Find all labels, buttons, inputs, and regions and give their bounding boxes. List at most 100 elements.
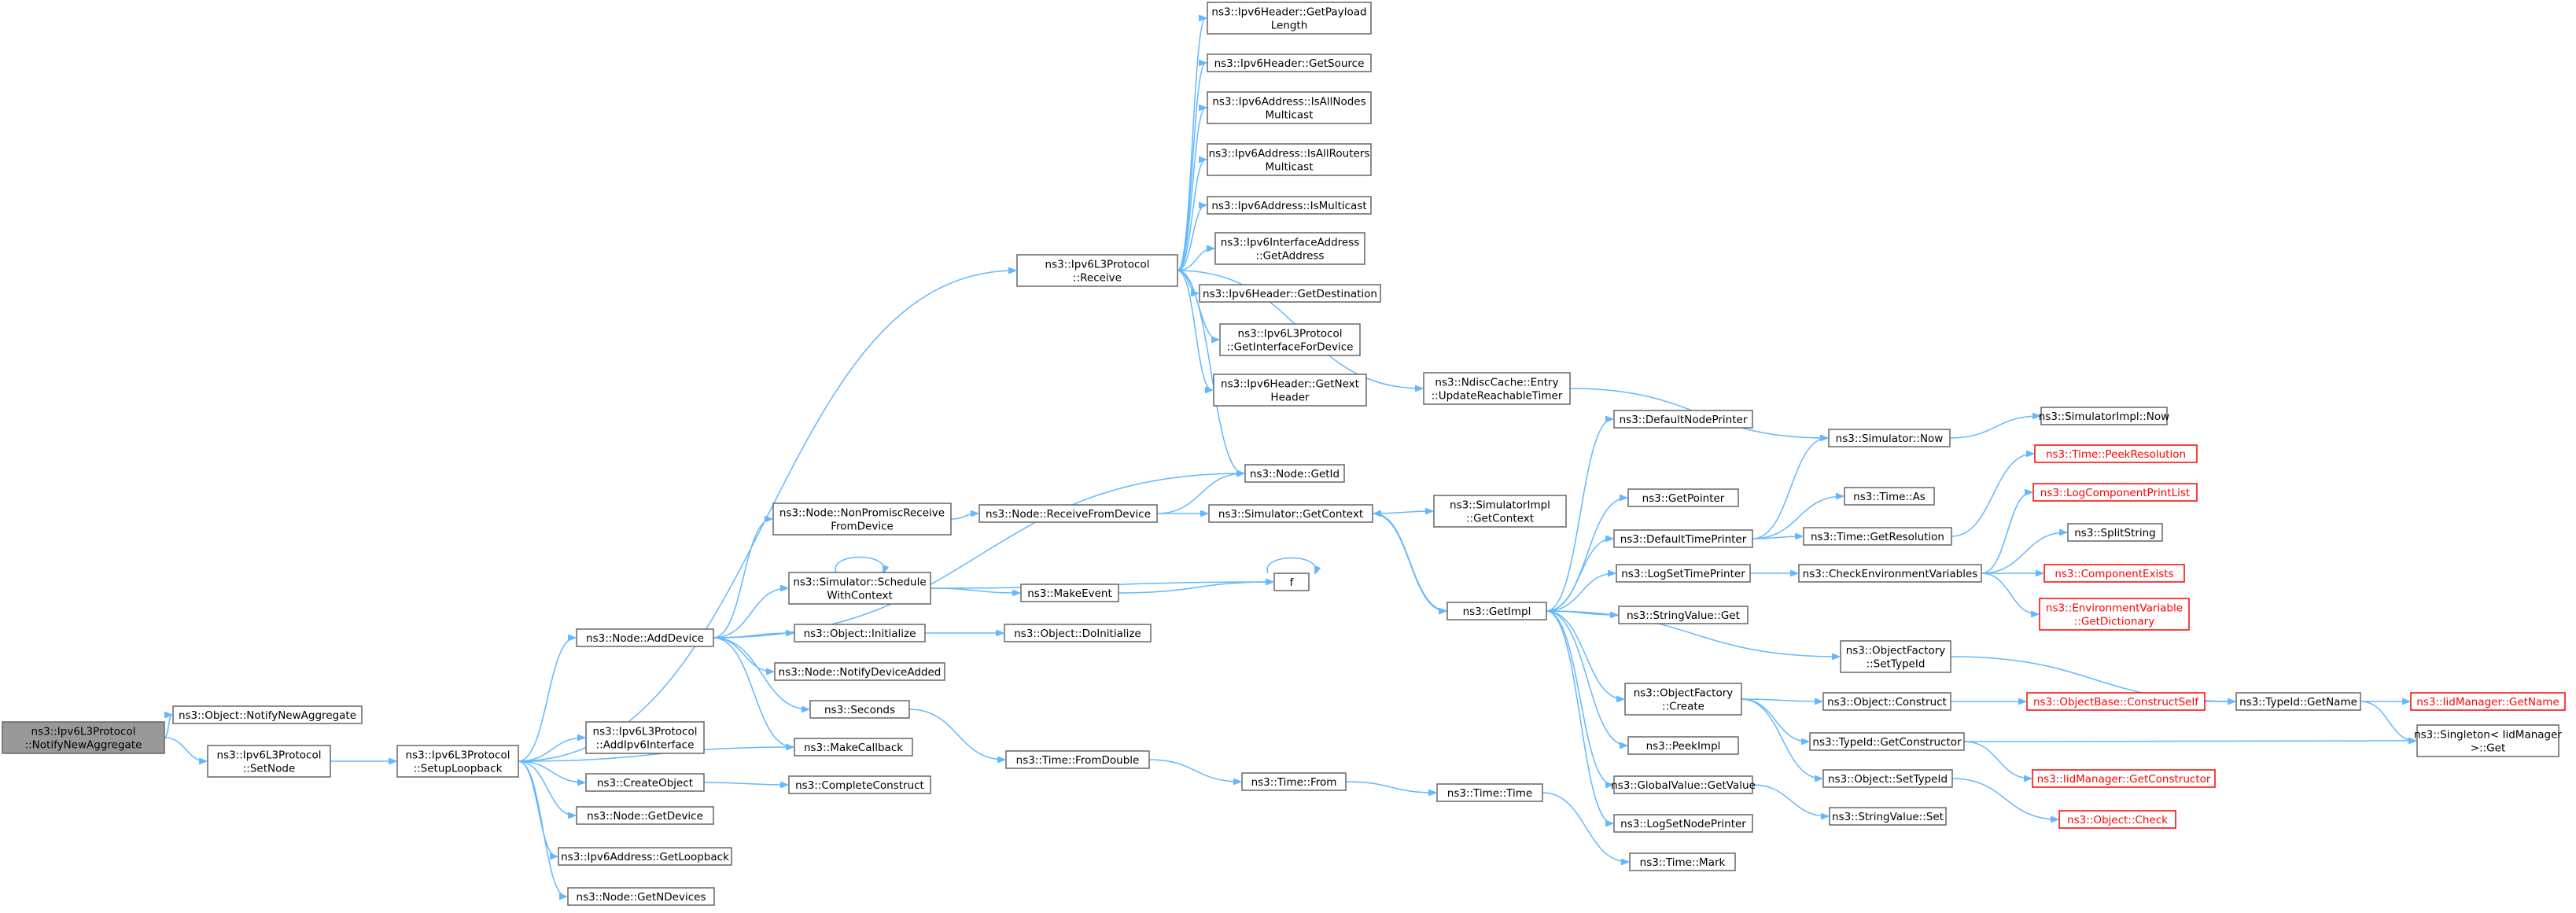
graph-node-ns3-defaultnodeprinter[interactable]: ns3::DefaultNodePrinter <box>1613 410 1753 429</box>
graph-node-ns3-time-from[interactable]: ns3::Time::From <box>1241 772 1347 791</box>
graph-node-ns3-makecallback[interactable]: ns3::MakeCallback <box>794 738 913 757</box>
graph-node-ns3-splitstring[interactable]: ns3::SplitString <box>2067 523 2163 542</box>
edge-checkEnvVars-to-logCompPrint <box>1981 492 2032 574</box>
node-box <box>1613 775 1753 794</box>
graph-node-ns3-stringvalue-get[interactable]: ns3::StringValue::Get <box>1618 606 1749 624</box>
graph-node-ns3-ipv6l3protocol-setnode[interactable]: ns3::Ipv6L3Protocol::SetNode <box>207 745 331 778</box>
graph-node-ns3-ipv6interfaceaddress-getaddress[interactable]: ns3::Ipv6InterfaceAddress::GetAddress <box>1214 232 1365 265</box>
node-box <box>1618 606 1749 624</box>
node-box <box>1627 736 1739 755</box>
graph-node-ns3-ipv6l3protocol-setuploopback[interactable]: ns3::Ipv6L3Protocol::SetupLoopback <box>396 745 519 778</box>
node-label: ns3::GetPointer <box>1642 492 1725 505</box>
graph-node-ns3-ipv6address-ismulticast[interactable]: ns3::Ipv6Address::IsMulticast <box>1207 196 1372 215</box>
graph-node-ns3-getimpl[interactable]: ns3::GetImpl <box>1446 602 1547 620</box>
graph-node-ns3-object-notifynewaggregate[interactable]: ns3::Object::NotifyNewAggregate <box>172 705 363 724</box>
node-box <box>2034 444 2198 463</box>
graph-node-ns3-node-adddevice[interactable]: ns3::Node::AddDevice <box>576 628 714 647</box>
graph-node-ns3-simulator-now[interactable]: ns3::Simulator::Now <box>1828 429 1951 447</box>
node-label: ns3::CreateObject <box>597 777 693 790</box>
node-label: ns3::CompleteConstruct <box>795 779 924 792</box>
edge-setupLoop-to-getLoopback <box>518 760 557 856</box>
graph-node-f[interactable]: f <box>1273 572 1310 591</box>
graph-node-ns3-iidmanager-getname[interactable]: ns3::IidManager::GetName <box>2410 692 2566 711</box>
graph-node-ns3-stringvalue-set[interactable]: ns3::StringValue::Set <box>1829 807 1947 826</box>
edge-getImpl-to-objFactCreate <box>1546 610 1623 699</box>
graph-node-ns3-ipv6header-getsource[interactable]: ns3::Ipv6Header::GetSource <box>1207 53 1372 72</box>
graph-node-ns3-completeconstruct[interactable]: ns3::CompleteConstruct <box>788 775 931 794</box>
edge-setupLoop-to-makeCallback <box>518 747 793 762</box>
graph-node-ns3-objectfactory-create[interactable]: ns3::ObjectFactory::Create <box>1624 683 1742 716</box>
graph-node-ns3-typeid-getname[interactable]: ns3::TypeId::GetName <box>2235 692 2361 711</box>
graph-node-ns3-time-time[interactable]: ns3::Time::Time <box>1436 783 1543 802</box>
graph-node-ns3-logsettimeprinter[interactable]: ns3::LogSetTimePrinter <box>1616 564 1751 583</box>
graph-node-ns3-simulator-getcontext[interactable]: ns3::Simulator::GetContext <box>1208 504 1373 523</box>
graph-node-ns3-ipv6l3protocol-receive[interactable]: ns3::Ipv6L3Protocol::Receive <box>1016 254 1178 287</box>
graph-node-ns3-createobject[interactable]: ns3::CreateObject <box>585 773 705 792</box>
graph-node-ns3-object-check[interactable]: ns3::Object::Check <box>2058 810 2176 829</box>
graph-node-ns3-time-fromdouble[interactable]: ns3::Time::FromDouble <box>1005 750 1150 769</box>
graph-node-ns3-logcomponentprintlist[interactable]: ns3::LogComponentPrintList <box>2032 483 2198 502</box>
graph-node-ns3-node-notifydeviceadded[interactable]: ns3::Node::NotifyDeviceAdded <box>774 662 945 681</box>
graph-node-ns3-node-getndevices[interactable]: ns3::Node::GetNDevices <box>567 887 715 906</box>
graph-node-ns3-ndisccache-entry-updatereachabletimer[interactable]: ns3::NdiscCache::Entry::UpdateReachableT… <box>1423 372 1571 405</box>
graph-node-ns3-simulatorimpl-now[interactable]: ns3::SimulatorImpl::Now <box>2039 407 2169 425</box>
graph-node-ns3-componentexists[interactable]: ns3::ComponentExists <box>2043 564 2185 583</box>
graph-node-ns3-time-as[interactable]: ns3::Time::As <box>1844 487 1935 506</box>
graph-node-ns3-makeevent[interactable]: ns3::MakeEvent <box>1020 584 1119 602</box>
node-label: ns3::Node::NotifyDeviceAdded <box>779 666 942 679</box>
node-box <box>1207 2 1372 35</box>
graph-node-ns3-typeid-getconstructor[interactable]: ns3::TypeId::GetConstructor <box>1809 732 1965 751</box>
node-label: ::AddIpv6Interface <box>596 739 695 752</box>
edge-receive-to-getDest <box>1177 270 1198 293</box>
node-box <box>172 705 363 724</box>
graph-node-ns3-object-doinitialize[interactable]: ns3::Object::DoInitialize <box>1004 624 1152 642</box>
graph-node-ns3-globalvalue-getvalue[interactable]: ns3::GlobalValue::GetValue <box>1611 775 1756 794</box>
node-box <box>1273 572 1310 591</box>
graph-node-ns3-singleton-iidmanager-get[interactable]: ns3::Singleton< IidManager >::Get <box>2414 724 2562 757</box>
graph-node-ns3-simulatorimpl-getcontext[interactable]: ns3::SimulatorImpl::GetContext <box>1433 495 1567 528</box>
graph-node-ns3-defaulttimeprinter[interactable]: ns3::DefaultTimePrinter <box>1613 529 1753 548</box>
graph-node-ns3-time-peekresolution[interactable]: ns3::Time::PeekResolution <box>2034 444 2198 463</box>
graph-node-ns3-node-getdevice[interactable]: ns3::Node::GetDevice <box>576 806 714 825</box>
node-label: ns3::Node::AddDevice <box>586 632 704 645</box>
graph-node-ns3-ipv6address-getloopback[interactable]: ns3::Ipv6Address::GetLoopback <box>558 847 732 866</box>
graph-node-ns3-node-receivefromdevice[interactable]: ns3::Node::ReceiveFromDevice <box>978 504 1158 523</box>
node-label: ns3::Ipv6Header::GetSource <box>1214 57 1365 70</box>
graph-node-ns3-peekimpl[interactable]: ns3::PeekImpl <box>1627 736 1739 755</box>
graph-node-ns3-time-getresolution[interactable]: ns3::Time::GetResolution <box>1803 527 1952 546</box>
graph-node-ns3-getpointer[interactable]: ns3::GetPointer <box>1627 488 1739 507</box>
graph-node-ns3-logsetnodeprinter[interactable]: ns3::LogSetNodePrinter <box>1613 814 1753 833</box>
node-label: ns3::Time::FromDouble <box>1016 754 1140 767</box>
graph-node-ns3-object-construct[interactable]: ns3::Object::Construct <box>1822 692 1951 711</box>
node-label: ns3::Object::DoInitialize <box>1014 628 1141 640</box>
node-box <box>1004 624 1152 642</box>
edge-simNow-to-simImplNow <box>1949 416 2040 439</box>
graph-node-ns3-objectfactory-settypeid[interactable]: ns3::ObjectFactory::SetTypeId <box>1840 640 1951 673</box>
graph-node-ns3-iidmanager-getconstructor[interactable]: ns3::IidManager::GetConstructor <box>2032 769 2216 788</box>
graph-node-ns3-time-mark[interactable]: ns3::Time::Mark <box>1629 852 1736 871</box>
graph-node-ns3-object-settypeid[interactable]: ns3::Object::SetTypeId <box>1822 769 1953 788</box>
node-label: ns3::Ipv6Address::GetLoopback <box>561 851 729 863</box>
graph-node-ns3-ipv6l3protocol-notifynewaggregate[interactable]: ns3::Ipv6L3Protocol::NotifyNewAggregate <box>2 721 165 754</box>
graph-node-ns3-ipv6header-getdestination[interactable]: ns3::Ipv6Header::GetDestination <box>1199 284 1381 303</box>
graph-node-ns3-objectbase-constructself[interactable]: ns3::ObjectBase::ConstructSelf <box>2026 692 2206 711</box>
graph-node-ns3-checkenvironmentvariables[interactable]: ns3::CheckEnvironmentVariables <box>1798 564 1982 583</box>
graph-node-ns3-environmentvariable-getdictionary[interactable]: ns3::EnvironmentVariable::GetDictionary <box>2039 598 2190 631</box>
graph-node-ns3-seconds[interactable]: ns3::Seconds <box>809 700 910 719</box>
node-label: ::UpdateReachableTimer <box>1432 390 1563 403</box>
graph-node-ns3-node-getid[interactable]: ns3::Node::GetId <box>1244 464 1345 483</box>
node-label: ns3::Singleton< IidManager <box>2414 729 2562 742</box>
graph-node-ns3-object-initialize[interactable]: ns3::Object::Initialize <box>794 624 926 642</box>
graph-node-ns3-ipv6l3protocol-getinterfacefordevice[interactable]: ns3::Ipv6L3Protocol::GetInterfaceForDevi… <box>1219 323 1361 356</box>
graph-node-ns3-ipv6l3protocol-addipv6interface[interactable]: ns3::Ipv6L3Protocol::AddIpv6Interface <box>585 721 705 754</box>
node-box <box>1624 683 1742 716</box>
node-label: ns3::Object::SetTypeId <box>1828 773 1948 786</box>
edge-getImpl-to-logSetTimePrinter <box>1546 573 1615 612</box>
